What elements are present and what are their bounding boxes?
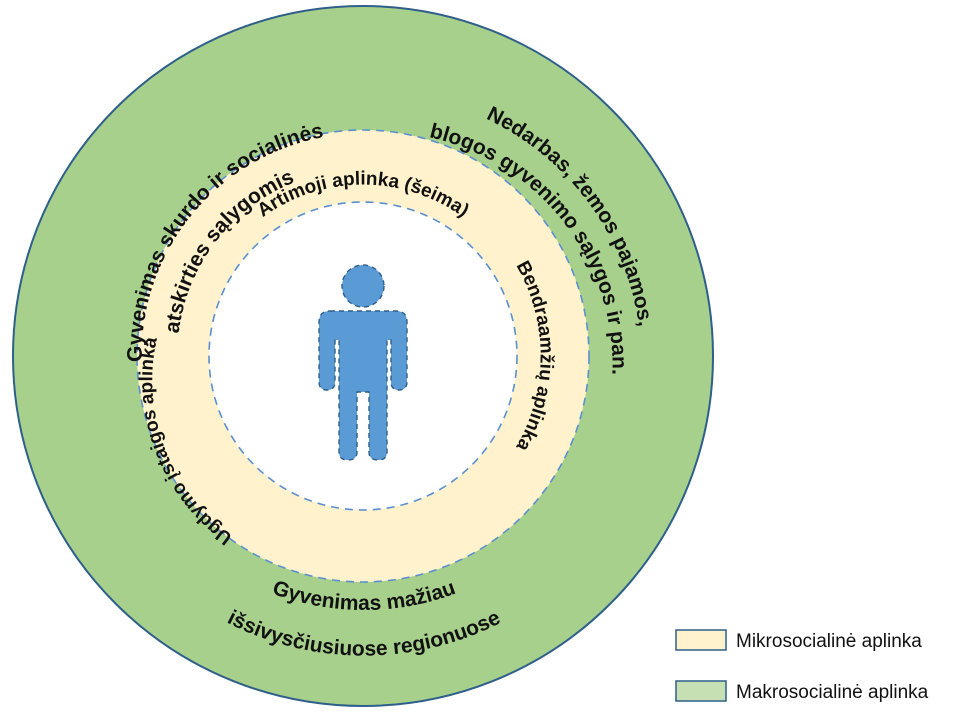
legend-label-micro: Mikrosocialinė aplinka: [736, 631, 922, 652]
legend: Mikrosocialinė aplinka Makrosocialinė ap…: [675, 629, 929, 703]
legend-label-macro: Makrosocialinė aplinka: [736, 682, 929, 703]
legend-swatch-macro: [675, 680, 727, 702]
legend-swatch-micro: [675, 629, 727, 651]
person-icon: [318, 264, 408, 461]
